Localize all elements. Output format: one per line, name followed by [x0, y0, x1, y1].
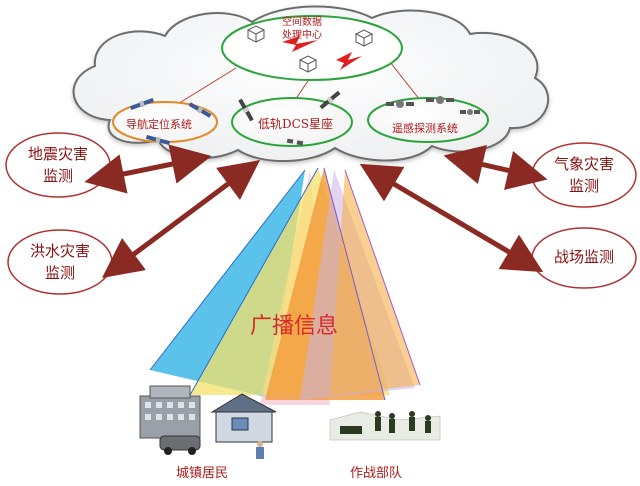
navigation-system-label: 导航定位系统 [126, 118, 192, 131]
weather-line2: 监测 [568, 177, 599, 195]
remote-sensing-label: 遥感探测系统 [392, 122, 458, 135]
server-icon [246, 25, 374, 73]
earthquake-monitoring-label: 地震灾害 监测 [8, 143, 108, 187]
broadcast-label: 广播信息 [250, 314, 339, 339]
data-center-label: 空间数据 处理中心 [282, 16, 322, 42]
lightning-icon [282, 36, 362, 70]
battlefield-monitoring-label: 战场监测 [553, 248, 614, 266]
flood-monitoring-label: 洪水灾害 监测 [10, 240, 110, 284]
leo-dcs-ellipse [231, 97, 353, 147]
troops-label: 作战部队 [350, 466, 403, 481]
broadcast-beams [149, 167, 421, 405]
leo-dcs-label: 低轨DCS星座 [258, 117, 334, 131]
earthquake-line2: 监测 [42, 167, 73, 185]
troops-scene [329, 411, 441, 441]
residents-label: 城镇居民 [176, 466, 229, 481]
satellite-icon [130, 90, 480, 146]
link-arrows [84, 144, 548, 278]
data-center-ellipse [221, 15, 403, 81]
data-center-label-line1: 空间数据 [282, 17, 322, 28]
earthquake-line1: 地震灾害 [27, 145, 88, 163]
city-residents-scene [139, 385, 277, 459]
flood-line2: 监测 [44, 264, 75, 282]
weather-monitoring-label: 气象灾害 监测 [534, 153, 634, 197]
data-center-label-line2: 处理中心 [282, 30, 322, 41]
flood-line1: 洪水灾害 [29, 242, 90, 260]
weather-line1: 气象灾害 [553, 155, 614, 173]
